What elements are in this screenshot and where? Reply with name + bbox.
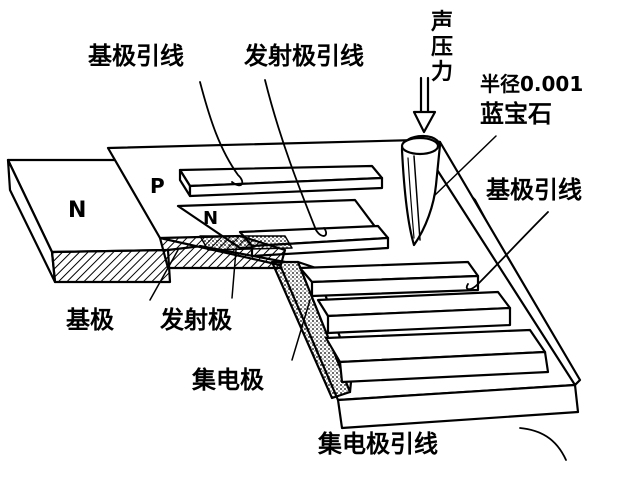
base-label: 基极 — [66, 306, 114, 334]
leader-lines — [149, 135, 497, 361]
emitter-lead-label: 发射极引线 — [244, 42, 364, 70]
collector-lead-label: 集电极引线 — [318, 430, 438, 458]
pressure-arrow — [412, 76, 437, 134]
p-region-letter: P — [150, 174, 165, 198]
acoustic-pressure-char-1: 声 — [430, 10, 453, 35]
lead-wires — [199, 79, 567, 461]
right-fingers — [298, 260, 550, 384]
junction-bar — [158, 234, 293, 270]
base-lead-label-top: 基极引线 — [88, 42, 184, 70]
emitter-label: 发射极 — [160, 306, 232, 334]
acoustic-pressure-char-2: 压 — [430, 35, 453, 60]
n-region-letter-left: N — [68, 198, 87, 223]
tip-radius-label: 半径0.001 — [480, 72, 584, 96]
base-lead-label-right: 基极引线 — [486, 176, 582, 204]
n-region-letter-inner: N — [203, 208, 219, 229]
base-contact-strip-top — [178, 164, 384, 198]
collector-label: 集电极 — [192, 366, 264, 394]
sapphire-stylus — [400, 134, 442, 247]
sapphire-label: 蓝宝石 — [480, 100, 552, 128]
acoustic-pressure-char-3: 力 — [430, 60, 453, 85]
acoustic-pressure-label: 声 压 力 — [430, 12, 454, 87]
